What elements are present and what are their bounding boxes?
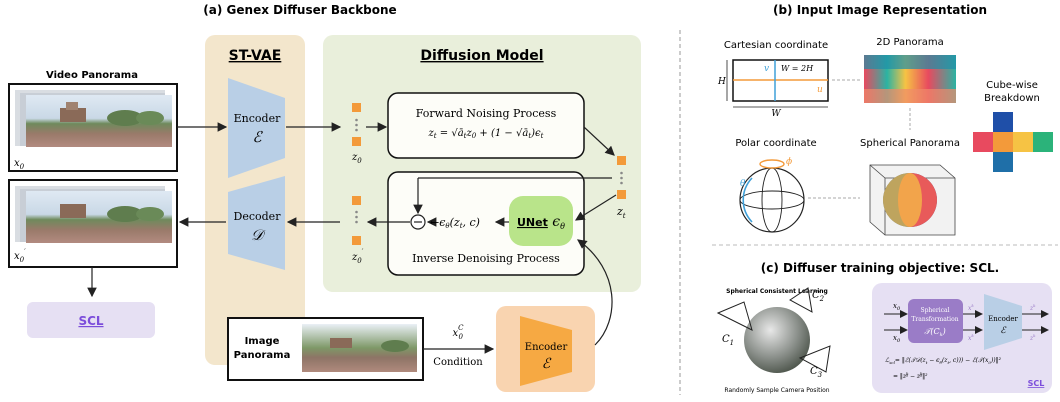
- z0-prime-latent-stack: [352, 196, 361, 245]
- spherical-panorama-label: Spherical Panorama: [860, 138, 960, 149]
- scl-encoder: [984, 294, 1022, 350]
- forward-noising-equation: zt = √ātz0 + (1 − √āt)ϵt: [427, 128, 543, 140]
- scl-zk-bot: zk: [1029, 333, 1036, 342]
- video-panorama-image: [15, 90, 172, 147]
- unet-label: UNet ϵθ: [517, 214, 565, 231]
- z0-latent-stack: [352, 103, 361, 146]
- scl-xk-bot: xk: [968, 333, 974, 342]
- cartesian-W: W: [771, 109, 781, 119]
- cube-wise-label-1: Cube-wise: [986, 80, 1038, 91]
- cube-breakdown: [973, 112, 1053, 172]
- forward-noising-box: [387, 92, 585, 159]
- polar-sphere: [739, 159, 805, 233]
- spherical-transformation-1: Spherical: [920, 307, 949, 314]
- scl-objective-label[interactable]: SCL: [1028, 379, 1045, 388]
- z0-label: z0: [351, 152, 362, 165]
- condition-label: Condition: [433, 357, 483, 368]
- forward-noising-title: Forward Noising Process: [416, 107, 557, 120]
- camera-c2: C2: [812, 290, 825, 303]
- z0-prime-label: z0′: [351, 248, 364, 265]
- x0-prime-label: x0′: [14, 248, 26, 264]
- unet-block: [509, 196, 573, 246]
- scl-x0-bot: x0: [893, 334, 901, 344]
- x0-label: x0: [14, 158, 25, 171]
- spherical-transformation-3: 𝒯(Ck): [924, 327, 946, 338]
- arrow-condition-to-unet: [577, 239, 613, 346]
- scl-encoder-symbol: ℰ: [1000, 326, 1007, 336]
- spherical-learning-label: Spherical Consistent Learning: [726, 288, 828, 295]
- cube-wise-label-2: Breakdown: [984, 93, 1040, 104]
- video-panorama-label: Video Panorama: [46, 70, 138, 81]
- panel-c-title: (c) Diffuser training objective: SCL.: [761, 261, 999, 275]
- image-panorama-label-2: Panorama: [234, 350, 291, 361]
- zt-label: zt: [616, 205, 626, 220]
- diffusion-title: Diffusion Model: [420, 48, 543, 64]
- sphere-camera-illustration: [716, 287, 831, 373]
- scl-zk-top: zk: [1029, 303, 1036, 312]
- random-sample-label: Randomly Sample Camera Position: [724, 387, 829, 394]
- scl-encoder-label: Encoder: [988, 315, 1018, 323]
- reconstructed-panorama-image: [15, 186, 172, 243]
- cartesian-u: u: [817, 85, 823, 95]
- condition-encoder: [520, 316, 572, 386]
- panel-a-title: (a) Genex Diffuser Backbone: [203, 3, 396, 17]
- polar-phi: ϕ: [786, 157, 792, 167]
- polar-theta: θ: [740, 179, 746, 189]
- cartesian-H: H: [717, 77, 726, 87]
- cartesian-w2h: W = 2H: [781, 64, 814, 73]
- polar-label: Polar coordinate: [735, 138, 816, 149]
- scl-xk-top: xk: [968, 303, 974, 312]
- encoder-symbol: ℰ: [252, 128, 263, 146]
- cartesian-label: Cartesian coordinate: [724, 40, 828, 51]
- spherical-panorama-cube: [869, 164, 956, 236]
- condition-encoder-label: Encoder: [525, 342, 568, 353]
- scl-label: SCL: [78, 314, 103, 328]
- scl-x0-top: x0: [893, 302, 901, 312]
- stvae-decoder: [228, 176, 285, 270]
- eps-expression: ←ϵθ(zt, c): [430, 216, 480, 230]
- panel-b-title: (b) Input Image Representation: [773, 3, 987, 17]
- decoder-label: Decoder: [234, 210, 282, 223]
- scl-box[interactable]: [27, 302, 155, 338]
- spherical-transformation-box: [908, 299, 963, 343]
- spherical-transformation-2: Transformation: [911, 316, 958, 323]
- condition-encoder-symbol: ℰ: [542, 356, 552, 372]
- cartesian-v: v: [764, 64, 769, 74]
- zt-latent-stack: [617, 156, 626, 199]
- arrow-zt-to-unet: [574, 194, 617, 221]
- encoder-label: Encoder: [234, 112, 281, 125]
- decoder-symbol: 𝒟: [251, 226, 266, 244]
- panorama-2d-label: 2D Panorama: [876, 37, 944, 48]
- camera-c3: C3: [810, 366, 823, 379]
- stvae-title: ST-VAE: [229, 48, 282, 64]
- inverse-denoising-title: Inverse Denoising Process: [412, 252, 560, 265]
- arrow-forward-to-zt: [583, 126, 615, 156]
- camera-c1: C1: [722, 334, 734, 347]
- scl-loss-line1: ℒscl= ‖ℰ(𝒯𝒟(zt − ϵθ(zt, c))) − ℰ(𝒯(x0))‖…: [885, 357, 1002, 365]
- scl-loss-line2: = ‖zk0 − zk0‖²: [893, 371, 928, 380]
- image-panorama-label-1: Image: [245, 336, 280, 347]
- stvae-encoder: [228, 78, 285, 178]
